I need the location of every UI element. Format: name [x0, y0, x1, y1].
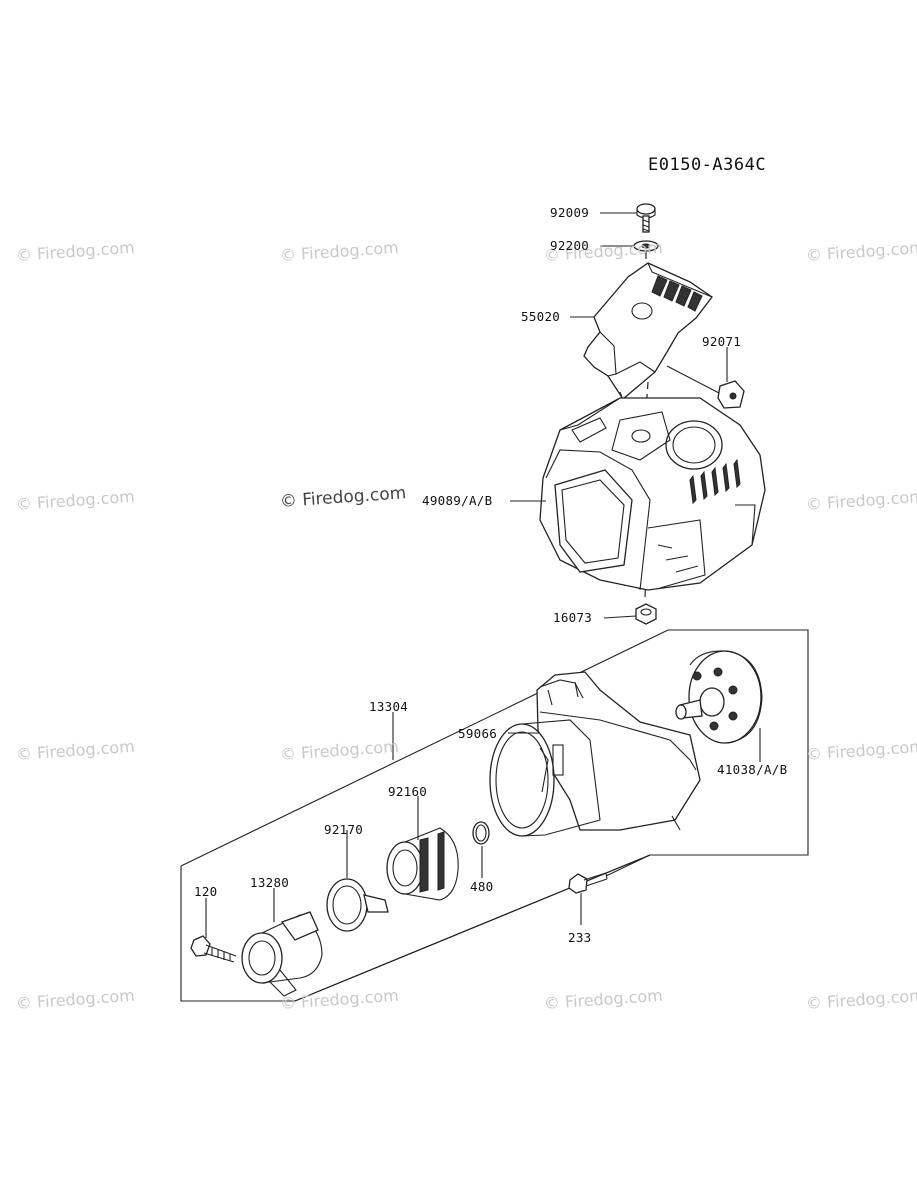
bushing-92160	[386, 827, 459, 901]
bolt-120	[190, 935, 237, 963]
screw-233	[568, 872, 608, 894]
part-label-92009[interactable]: 92009	[550, 205, 590, 220]
flywheel-41038	[675, 650, 763, 744]
part-label-59066[interactable]: 59066	[458, 726, 498, 741]
part-label-49089[interactable]: 49089/A/B	[422, 493, 493, 508]
part-label-233[interactable]: 233	[568, 930, 592, 945]
part-label-92160[interactable]: 92160	[388, 784, 428, 799]
part-label-16073[interactable]: 16073	[553, 610, 593, 625]
ring-480	[472, 821, 490, 845]
fan-housing-59066	[489, 671, 701, 837]
nut-16073	[635, 603, 657, 625]
part-label-92170[interactable]: 92170	[324, 822, 364, 837]
washer-92200	[633, 240, 659, 252]
part-label-92071[interactable]: 92071	[702, 334, 742, 349]
diagram-code: E0150-A364C	[648, 155, 767, 175]
part-label-120[interactable]: 120	[194, 884, 218, 899]
part-label-13304[interactable]: 13304	[369, 699, 409, 714]
grommet-92071	[717, 380, 745, 409]
part-label-41038[interactable]: 41038/A/B	[717, 762, 788, 777]
screw-92009	[636, 203, 656, 233]
part-label-13280[interactable]: 13280	[250, 875, 290, 890]
holder-92170	[326, 878, 389, 932]
part-label-55020[interactable]: 55020	[521, 309, 561, 324]
engine-cover-49089	[539, 397, 766, 591]
clamp-13280	[241, 911, 323, 997]
assembly-frame-13304	[180, 629, 809, 1002]
part-label-480[interactable]: 480	[470, 879, 494, 894]
part-label-92200[interactable]: 92200	[550, 238, 590, 253]
